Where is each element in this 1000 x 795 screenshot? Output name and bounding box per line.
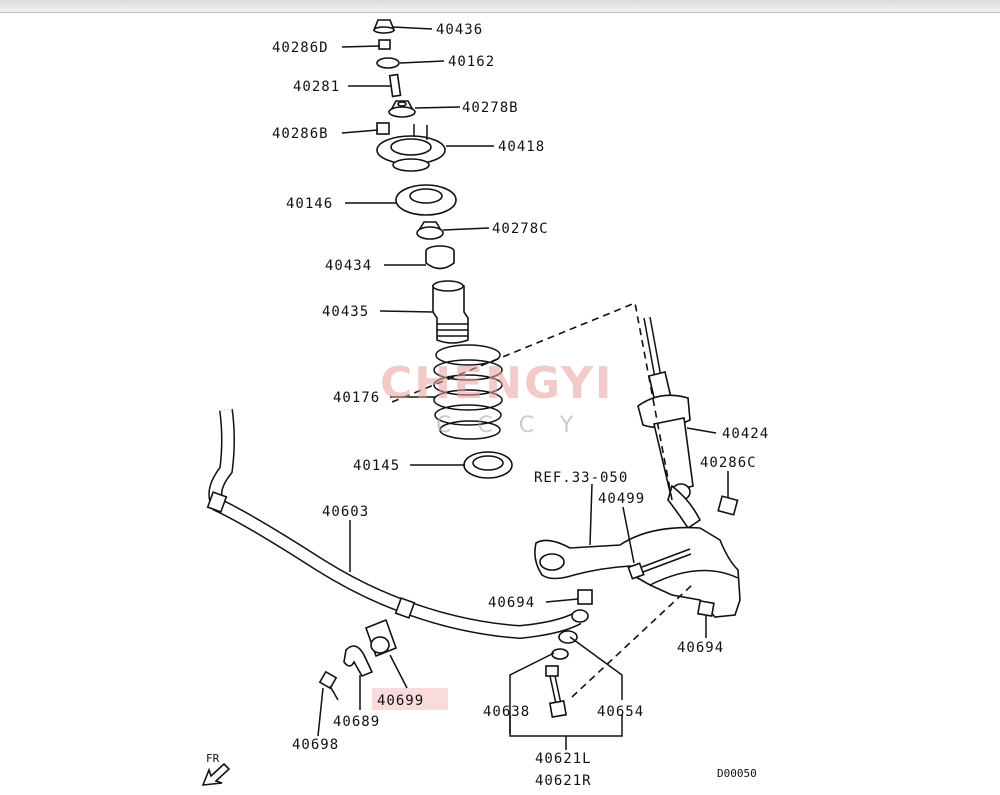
ref-dash-strut <box>391 301 673 501</box>
label-40176: 40176 <box>333 390 380 406</box>
part-40418-strut-mount <box>376 124 446 172</box>
label-40638: 40638 <box>483 704 530 720</box>
part-40286B-nut <box>376 122 390 135</box>
label-ref-33-050: REF.33-050 <box>534 470 628 486</box>
diagram-code: D00050 <box>717 767 757 780</box>
part-40638-washer <box>551 648 569 660</box>
label-40435: 40435 <box>322 304 369 320</box>
part-40694-nut-right <box>696 599 715 618</box>
watermark-sub: CCCY <box>436 413 599 438</box>
label-40146: 40146 <box>286 196 333 212</box>
part-40698-bolt <box>318 670 339 701</box>
part-40699-bushing <box>364 618 398 658</box>
part-40694-nut-left <box>577 589 593 605</box>
label-40286C: 40286C <box>700 455 757 471</box>
part-40286D-nut <box>378 39 391 50</box>
label-40278C: 40278C <box>492 221 549 237</box>
label-40286B: 40286B <box>272 126 329 142</box>
part-40435-dust-boot <box>432 280 469 344</box>
part-40278B-bushing <box>388 100 416 118</box>
part-40146-spring-seat <box>395 184 457 216</box>
label-40621L: 40621L <box>535 751 592 767</box>
label-40621R: 40621R <box>535 773 592 789</box>
label-40418: 40418 <box>498 139 545 155</box>
part-40689-bracket <box>343 645 374 678</box>
watermark-main: CHENGYI <box>380 358 613 409</box>
part-40434-cup <box>425 245 455 270</box>
part-40176-coil-spring <box>433 344 503 440</box>
part-40162-washer <box>376 57 400 69</box>
part-40286C-nut <box>717 495 739 516</box>
label-40689: 40689 <box>333 714 380 730</box>
part-40654-bushing <box>558 630 578 644</box>
label-40654: 40654 <box>597 704 644 720</box>
label-40145: 40145 <box>353 458 400 474</box>
part-40281-collar <box>388 73 402 98</box>
label-40698: 40698 <box>292 737 339 753</box>
label-40162: 40162 <box>448 54 495 70</box>
highlight-40699 <box>372 688 448 710</box>
part-40278C-bushing <box>416 221 444 240</box>
label-40434: 40434 <box>325 258 372 274</box>
label-40286D: 40286D <box>272 40 329 56</box>
label-40278B: 40278B <box>462 100 519 116</box>
window-top-bar <box>0 0 1000 13</box>
label-40603: 40603 <box>322 504 369 520</box>
label-40436: 40436 <box>436 22 483 38</box>
part-40603-stabilizer-bar <box>206 409 589 640</box>
part-40145-spring-pad <box>463 451 513 479</box>
label-40699: 40699 <box>377 693 424 709</box>
part-40424-strut <box>637 316 702 530</box>
part-40499-bolt <box>627 548 692 580</box>
ref-dash-link <box>571 584 693 698</box>
label-40281: 40281 <box>293 79 340 95</box>
label-40499: 40499 <box>598 491 645 507</box>
front-direction-arrow-icon <box>201 762 231 786</box>
part-40436-cap <box>372 19 396 34</box>
leader-lines <box>317 26 729 750</box>
part-40621-stabilizer-link <box>545 665 568 719</box>
label-40694-left: 40694 <box>488 595 535 611</box>
label-40694-right: 40694 <box>677 640 724 656</box>
label-40424: 40424 <box>722 426 769 442</box>
direction-label: FR <box>206 752 220 765</box>
